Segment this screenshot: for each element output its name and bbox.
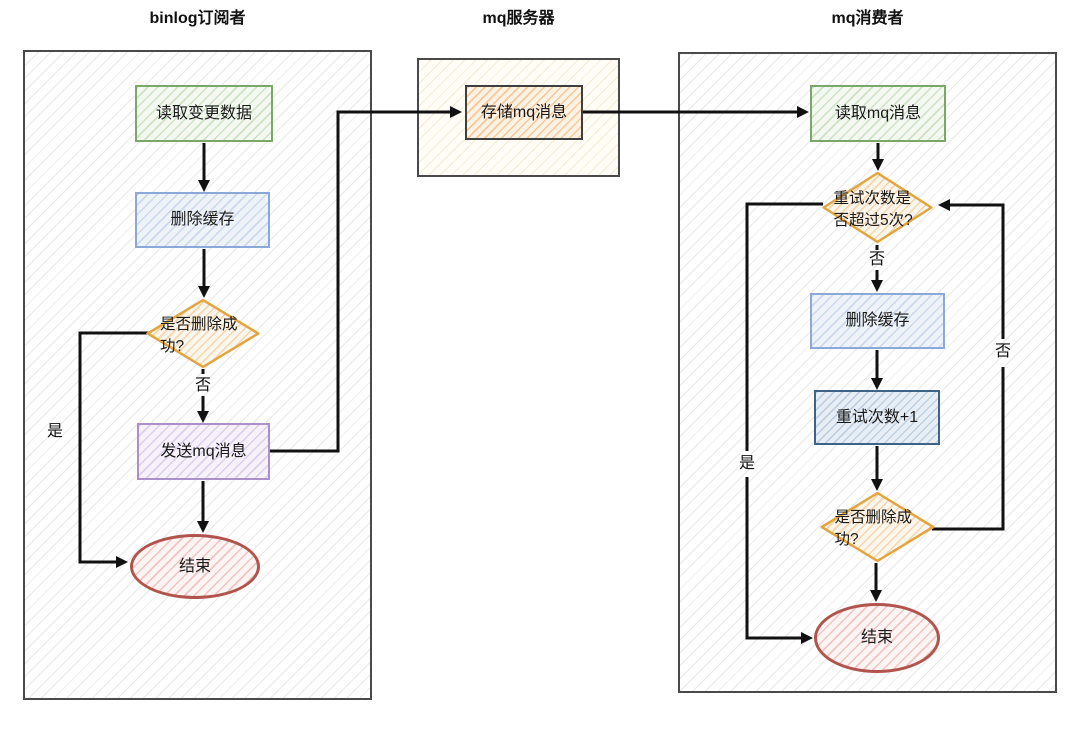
- node-label: 删除缓存: [170, 211, 235, 228]
- node-check-delete-success-right: 是否删除成功?: [820, 492, 935, 562]
- node-end-right: 结束: [814, 603, 940, 673]
- node-label: 读取变更数据: [155, 104, 252, 122]
- node-label: 是否删除成功?: [834, 509, 913, 548]
- node-retry-count-check: 重试次数是否超过5次?: [822, 172, 933, 243]
- lane-title-mq-server: mq服务器: [482, 10, 555, 27]
- edge-label-yes: 是: [738, 455, 755, 472]
- node-label: 重试次数+1: [835, 408, 919, 426]
- node-read-mq-message: 读取mq消息: [810, 85, 946, 142]
- node-label: 重试次数是否超过5次?: [833, 189, 913, 229]
- node-delete-cache-left: 删除缓存: [135, 192, 270, 248]
- node-check-delete-success-left: 是否删除成功?: [146, 299, 260, 368]
- node-retry-count-increment: 重试次数+1: [814, 390, 940, 445]
- lane-mq-consumer: [678, 52, 1057, 693]
- node-send-mq-message: 发送mq消息: [137, 423, 270, 480]
- node-label: 删除缓存: [845, 312, 910, 329]
- edge-label-no: 否: [194, 377, 211, 394]
- node-delete-cache-right: 删除缓存: [810, 293, 945, 349]
- node-label: 发送mq消息: [160, 442, 247, 460]
- node-label: 读取mq消息: [834, 104, 922, 122]
- lane-title-mq-consumer: mq消费者: [831, 10, 904, 27]
- edge-label-no: 否: [994, 343, 1011, 360]
- diamond-outline: [146, 299, 260, 368]
- node-label: 存储mq消息: [480, 103, 568, 121]
- node-label: 结束: [178, 557, 211, 575]
- diamond-outline: [820, 492, 935, 562]
- edge-label-yes: 是: [46, 423, 63, 440]
- node-store-mq-message: 存储mq消息: [465, 85, 583, 140]
- node-label: 结束: [860, 629, 893, 646]
- node-read-change-data: 读取变更数据: [135, 85, 273, 142]
- node-label: 是否删除成功?: [160, 315, 238, 355]
- lane-title-binlog-subscriber: binlog订阅者: [149, 10, 246, 27]
- diamond-outline: [822, 172, 933, 243]
- edge-label-no: 否: [868, 251, 885, 268]
- node-end-left: 结束: [130, 534, 260, 599]
